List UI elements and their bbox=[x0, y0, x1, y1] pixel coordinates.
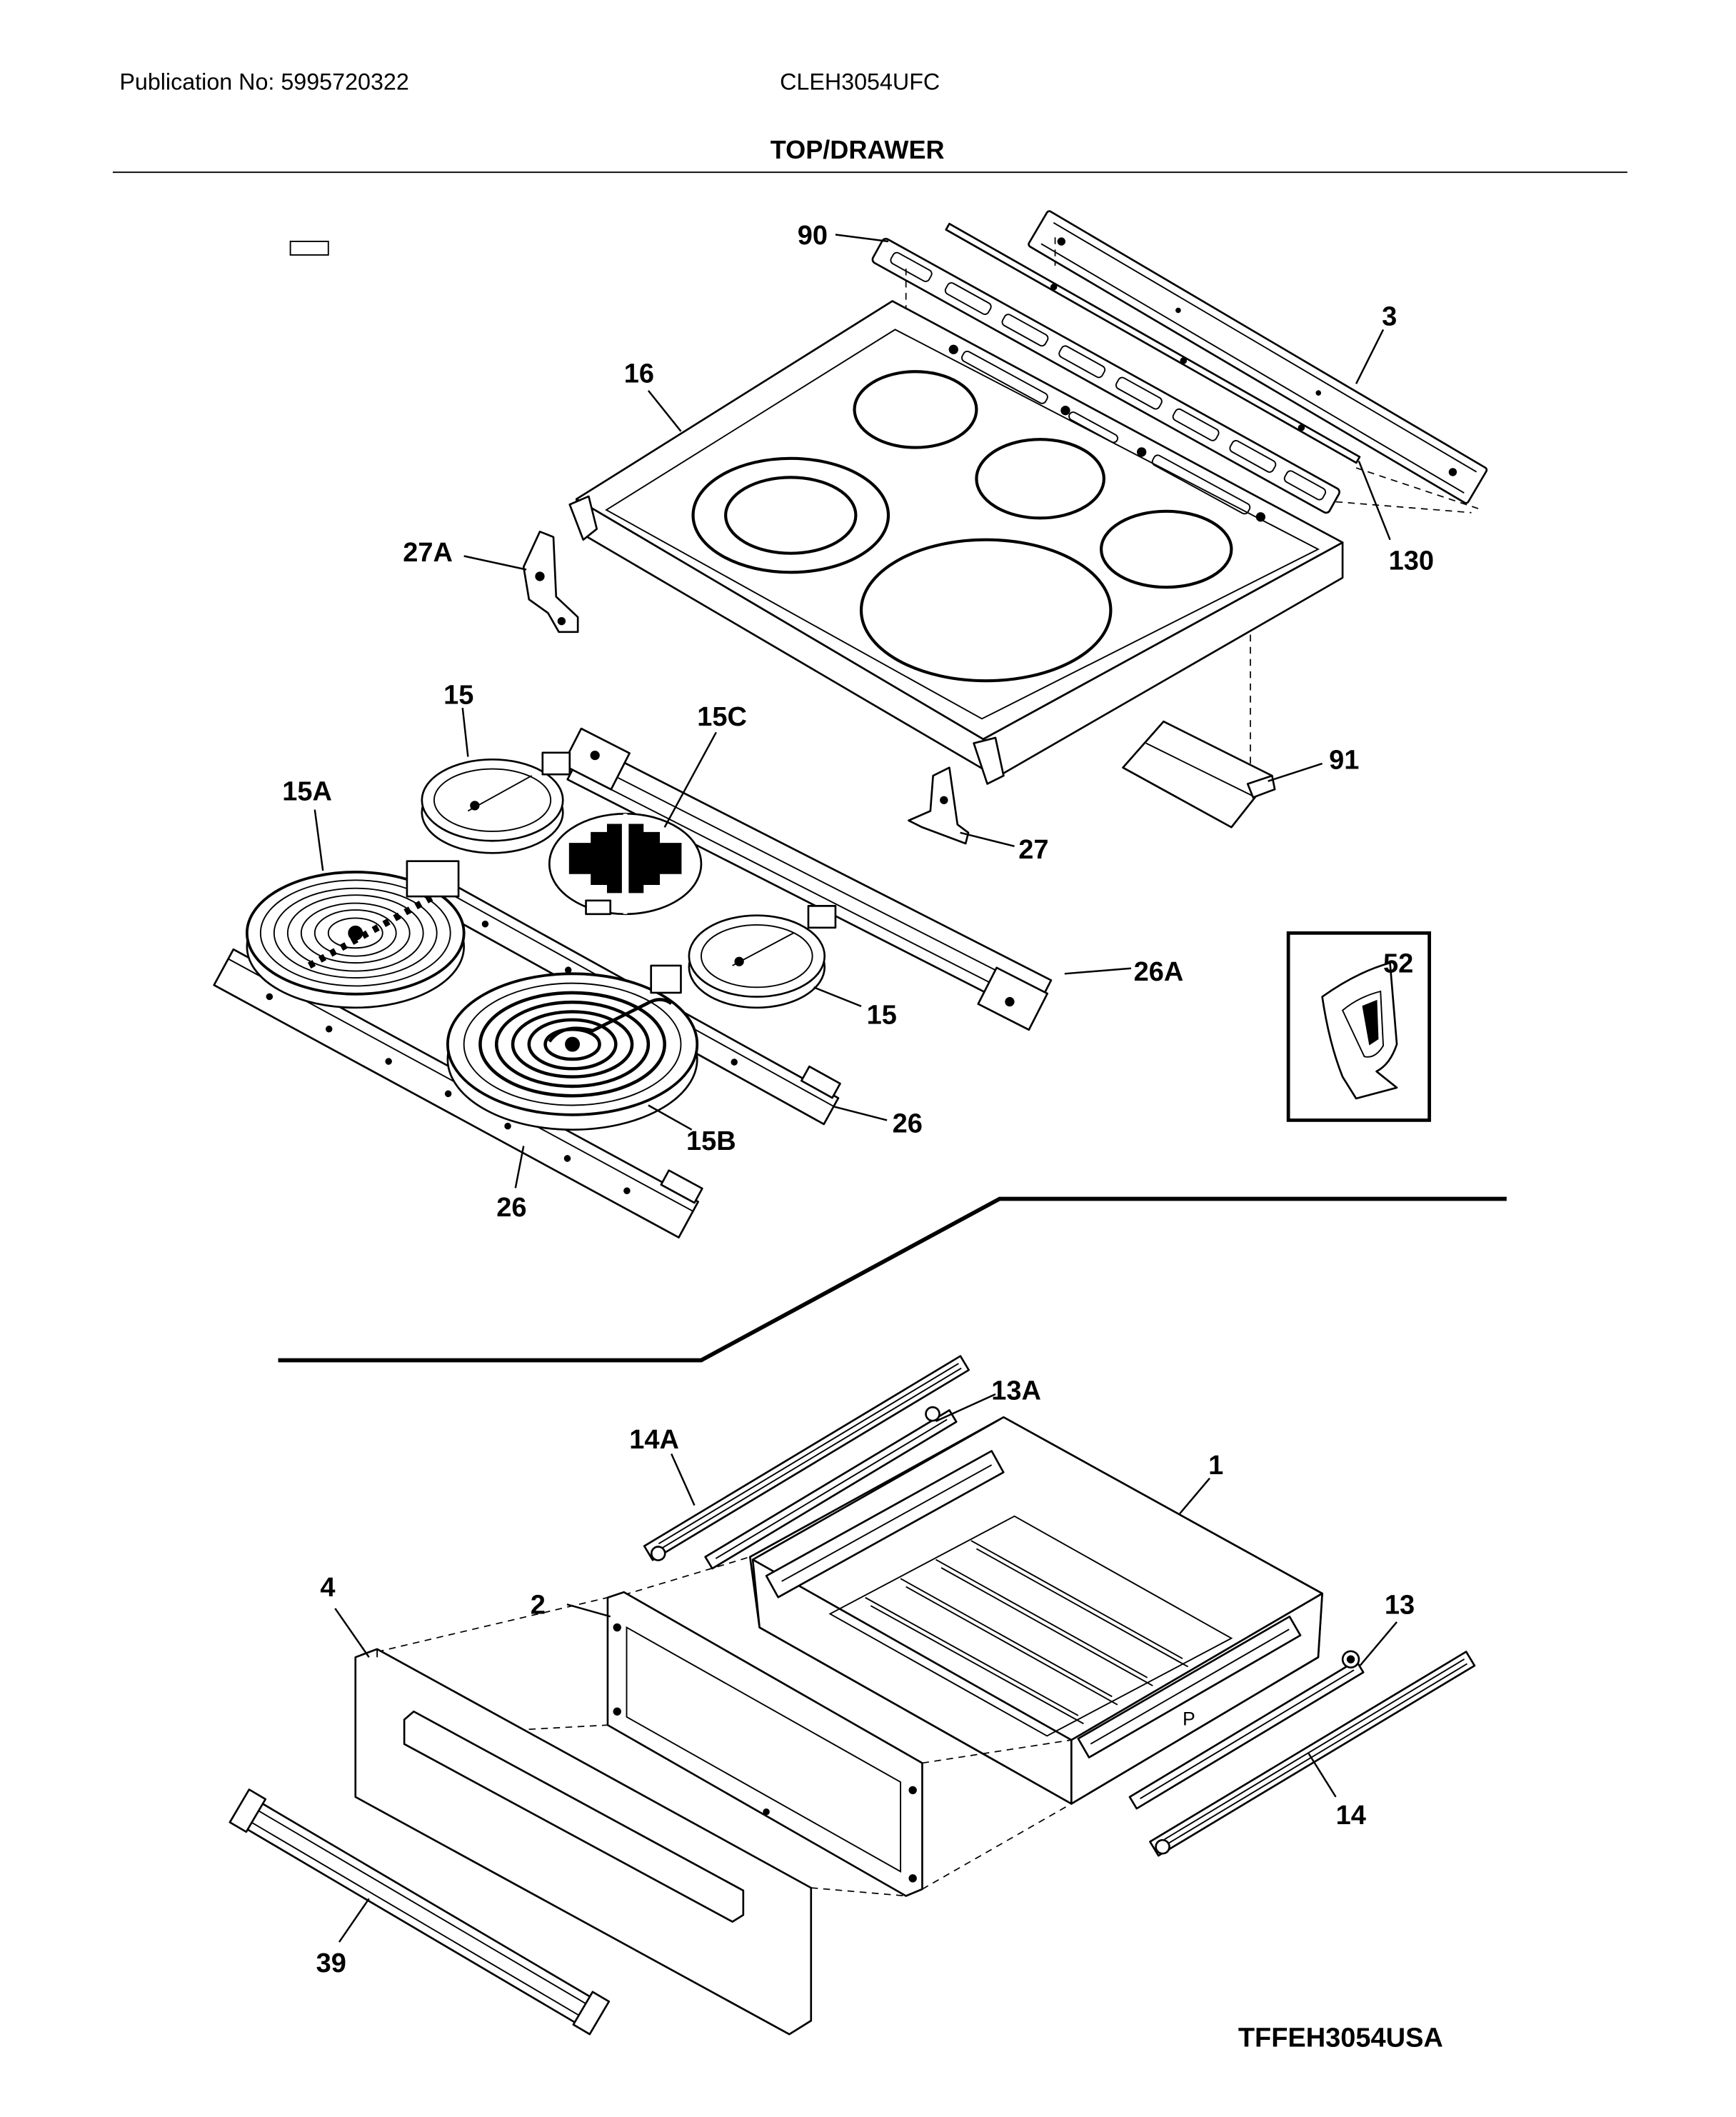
callout-label: 15B bbox=[686, 1126, 736, 1156]
callout-label: 27A bbox=[403, 538, 453, 568]
heat-shield-plate bbox=[1122, 720, 1276, 829]
callout-label: 14A bbox=[629, 1425, 679, 1455]
drawer-handle bbox=[229, 1788, 611, 2036]
callout-label: 90 bbox=[798, 221, 828, 251]
callout-label: 3 bbox=[1382, 302, 1397, 332]
callout-label: 27 bbox=[1018, 835, 1048, 865]
callout-label: 91 bbox=[1329, 746, 1359, 776]
callout-label: 39 bbox=[316, 1948, 346, 1978]
trim-rod bbox=[945, 222, 1361, 464]
callout-label: 1 bbox=[1208, 1451, 1223, 1481]
vent-strip bbox=[871, 238, 1340, 514]
callout-label: 15 bbox=[867, 1001, 897, 1031]
radiant-element-large-front bbox=[446, 964, 699, 1131]
callout-label: 26 bbox=[893, 1108, 923, 1138]
blank-marker-box bbox=[289, 241, 329, 256]
callout-label: 15C bbox=[697, 702, 747, 732]
callout-label: 4 bbox=[320, 1573, 335, 1603]
callout-label: 52 bbox=[1383, 949, 1413, 979]
inset-box-clip bbox=[1286, 931, 1431, 1122]
drawer-slide-left bbox=[704, 1406, 958, 1570]
element-bracket-channel bbox=[561, 727, 1053, 1031]
model-number: CLEH3054UFC bbox=[780, 69, 940, 94]
section-divider-line bbox=[278, 1196, 1507, 1363]
section-title: TOP/DRAWER bbox=[771, 135, 945, 164]
drawer-box: P bbox=[748, 1416, 1323, 1805]
callout-label: 13 bbox=[1385, 1591, 1415, 1621]
publication-number: Publication No: 5995720322 bbox=[119, 69, 408, 94]
radiant-element-dual-left bbox=[245, 860, 466, 1009]
drawer-slide-rail-left bbox=[643, 1355, 970, 1561]
callout-label: 14 bbox=[1336, 1801, 1366, 1831]
leader-lines bbox=[313, 234, 1398, 1943]
drawer-front-panel bbox=[354, 1648, 813, 2036]
callout-label: 2 bbox=[531, 1591, 546, 1621]
drawer-slide-rail-right bbox=[1149, 1651, 1476, 1857]
callout-label: 13A bbox=[991, 1376, 1041, 1406]
drawer-front-frame bbox=[606, 1591, 923, 1897]
callout-label: 16 bbox=[624, 359, 654, 389]
cooktop-hinge-bracket-left bbox=[522, 530, 579, 634]
svg-text:P: P bbox=[1183, 1708, 1195, 1729]
callout-label: 15A bbox=[282, 776, 332, 806]
callout-label: 26 bbox=[496, 1193, 526, 1223]
radiant-element-small-front bbox=[688, 905, 837, 1009]
drawer-slide-right bbox=[1128, 1650, 1365, 1810]
callout-label: 130 bbox=[1389, 546, 1434, 576]
cooktop-glass-top bbox=[568, 300, 1344, 785]
callout-label: 26A bbox=[1134, 957, 1184, 987]
cooktop-hinge-bracket-right bbox=[908, 766, 970, 845]
diagram-code: TFFEH3054USA bbox=[1238, 2023, 1443, 2053]
callout-label: 15 bbox=[443, 680, 473, 710]
back-trim-panel bbox=[1028, 210, 1488, 504]
radiant-element-small-rear bbox=[421, 751, 571, 854]
radiant-element-ceramic bbox=[548, 812, 703, 916]
